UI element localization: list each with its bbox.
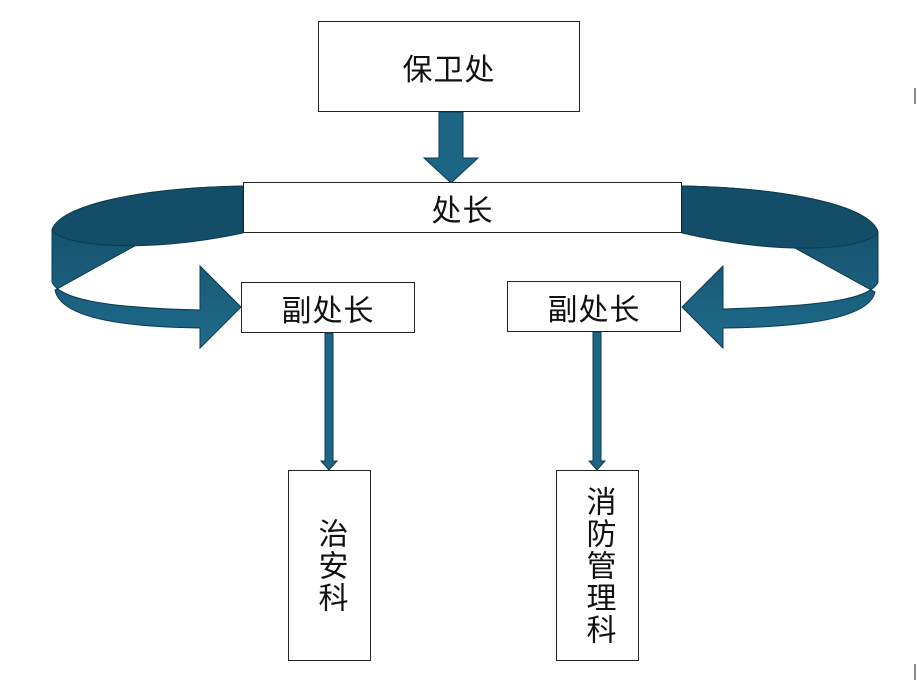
public-security-section-box: 治安科 xyxy=(288,470,371,661)
fire-management-section-label: 消防管理科 xyxy=(580,485,616,646)
curved-arrow-left-inner-face xyxy=(51,185,244,247)
public-security-section-label: 治安科 xyxy=(312,517,348,614)
deputy-director-left-label: 副处长 xyxy=(281,293,375,329)
director-box: 处长 xyxy=(243,182,682,233)
edge-mark-top xyxy=(914,88,916,104)
security-office-box: 保卫处 xyxy=(318,21,580,112)
deputy-director-right-box: 副处长 xyxy=(507,281,681,332)
deputy-director-left-box: 副处长 xyxy=(241,282,415,333)
director-label: 处长 xyxy=(431,193,494,229)
deputy-director-right-label: 副处长 xyxy=(547,292,641,328)
arrow-deputy-left-to-public-security xyxy=(319,332,339,471)
fire-management-section-box: 消防管理科 xyxy=(556,470,639,661)
arrow-office-to-director xyxy=(422,111,480,184)
security-office-label: 保卫处 xyxy=(402,52,496,88)
arrow-deputy-right-to-fire-management xyxy=(587,331,607,471)
curved-arrow-right-inner-face xyxy=(681,185,879,249)
edge-mark-bottom xyxy=(914,664,916,680)
